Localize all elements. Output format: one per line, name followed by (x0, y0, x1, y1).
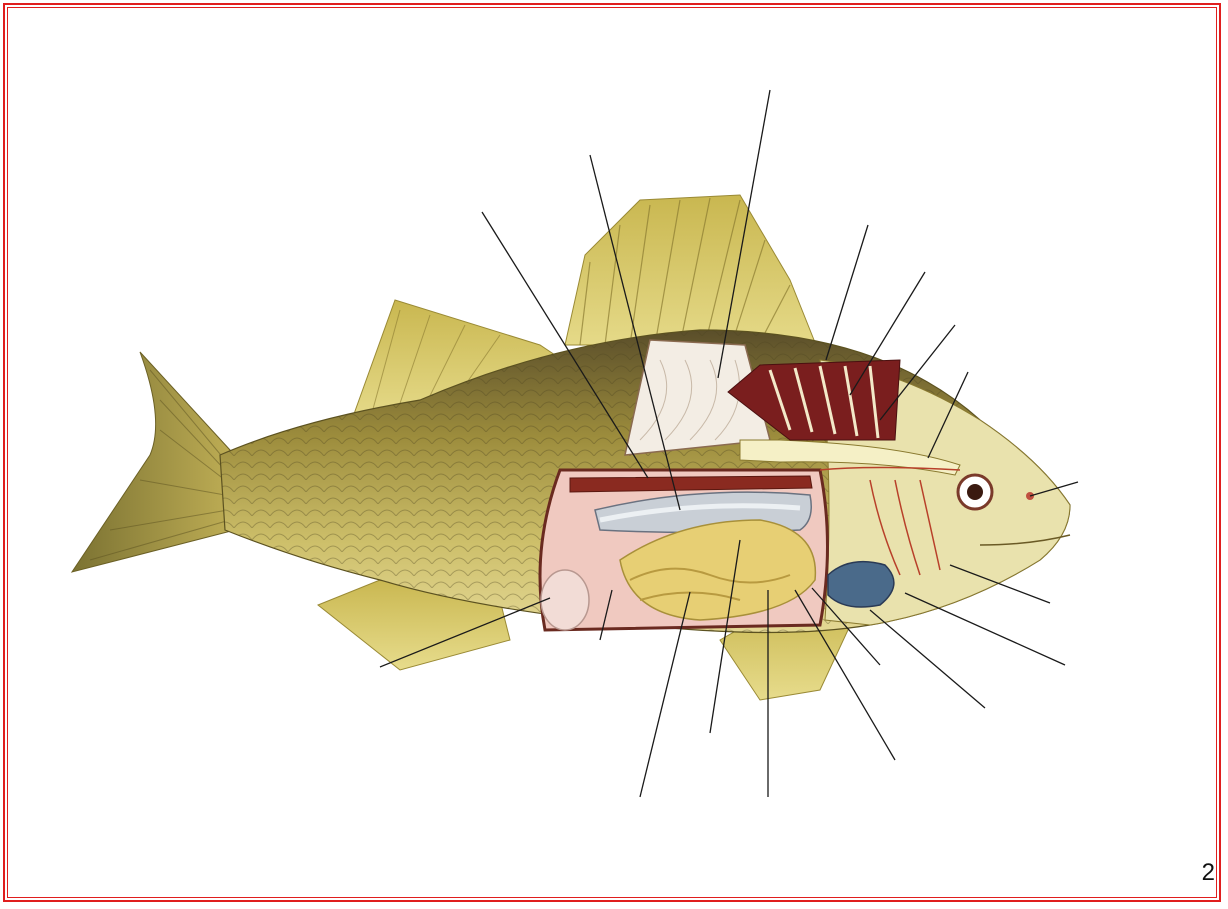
leader-line-4 (826, 225, 868, 360)
leader-line-11 (870, 610, 985, 708)
heart (828, 562, 894, 607)
caudal-fin (72, 352, 235, 572)
gonad (541, 570, 589, 630)
page-number: 2 (1202, 859, 1215, 887)
leader-line-10 (905, 593, 1065, 665)
